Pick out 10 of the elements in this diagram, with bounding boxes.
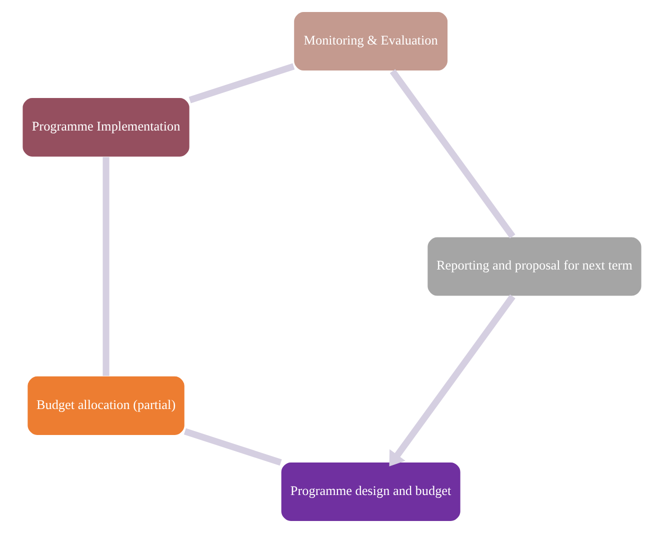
connector [184, 428, 282, 466]
connector [390, 69, 516, 238]
node-box: Programme design and budget [280, 462, 462, 522]
node-box: Reporting and proposal for next term [426, 236, 642, 297]
node-box: Monitoring & Evaluation [293, 11, 448, 72]
node-box: Budget allocation (partial) [26, 376, 186, 436]
connector [102, 157, 110, 376]
node-box: Programme Implementation [22, 97, 190, 158]
connector [188, 63, 295, 104]
arrow [389, 294, 516, 466]
